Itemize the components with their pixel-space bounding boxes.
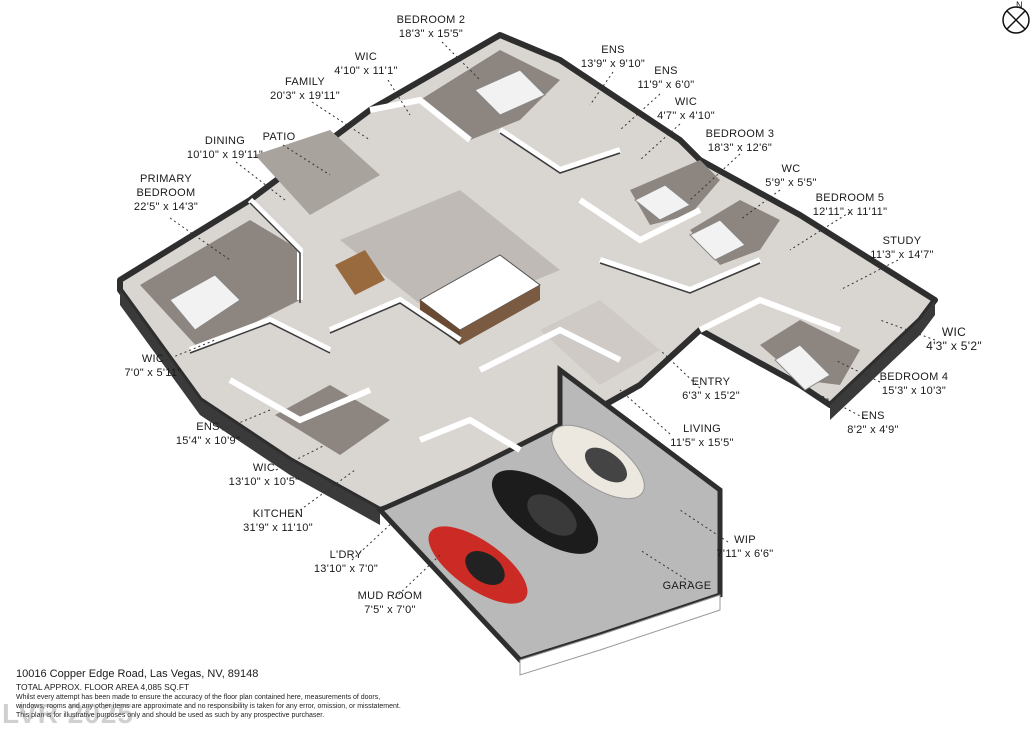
dining-table	[335, 250, 385, 295]
compass-north-label: N	[1016, 0, 1023, 10]
white-car	[551, 424, 645, 500]
disclaimer-line: windows, rooms and any other items are a…	[16, 703, 401, 710]
leader-lines	[165, 41, 936, 599]
watermark: LVR 2025	[2, 698, 134, 729]
disclaimer-line: This plan is for illustrative purposes o…	[16, 712, 325, 719]
interior-walls-shade	[189, 132, 761, 354]
label-garage: GARAGE	[662, 580, 712, 592]
black-car	[491, 470, 599, 554]
label-patio: PATIO	[262, 131, 296, 143]
total-floor-area: TOTAL APPROX. FLOOR AREA 4,085 SQ.FT	[16, 682, 190, 692]
exterior-wall-shadow	[120, 290, 935, 525]
disclaimer-line: Whilst every attempt has been made to en…	[16, 694, 381, 701]
red-car	[428, 526, 528, 604]
footer: 10016 Copper Edge Road, Las Vegas, NV, 8…	[16, 668, 636, 720]
beds	[169, 69, 831, 391]
compass-icon: N	[996, 0, 1036, 38]
property-address: 10016 Copper Edge Road, Las Vegas, NV, 8…	[16, 668, 259, 680]
